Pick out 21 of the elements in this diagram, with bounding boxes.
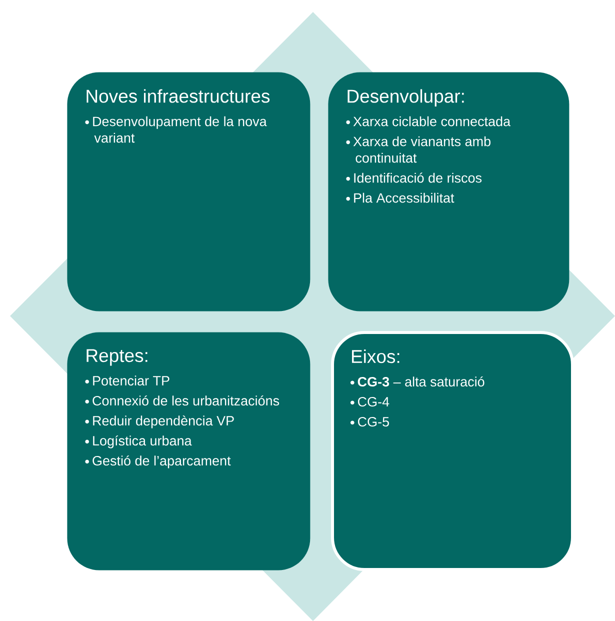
box-heading: Reptes: <box>86 349 148 366</box>
box-heading: Eixos: <box>352 350 400 364</box>
bullet-item: Reduir dependència VP <box>93 416 234 428</box>
bullet-item: CG-3 – alta saturació <box>358 376 484 387</box>
category-box <box>67 72 310 312</box>
category-box <box>328 72 570 312</box>
box-heading: Noves infraestructures <box>86 89 270 103</box>
box-heading: Desenvolupar: <box>348 89 464 106</box>
bullet-item: Logística urbana <box>93 436 192 448</box>
bullet-item: Connexió de les urbanitzacións <box>92 396 280 406</box>
bullet-item: CG-4 <box>358 396 390 407</box>
bullet-item: Xarxa ciclable connectada <box>353 116 511 126</box>
category-box <box>67 332 310 570</box>
bullet-item: Pla Accessibilitat <box>354 192 454 203</box>
bullet-item: Gestió de l’aparcament <box>92 456 231 468</box>
bullet-item: Desenvolupament de la nova variant <box>93 116 267 143</box>
bullet-item: Potenciar TP <box>93 376 170 386</box>
bullet-item: CG-5 <box>358 416 389 427</box>
bullet-item: Identificació de riscos <box>354 172 482 183</box>
category-box <box>331 331 574 571</box>
bullet-item: Xarxa de vianants amb continuitat <box>353 136 490 163</box>
